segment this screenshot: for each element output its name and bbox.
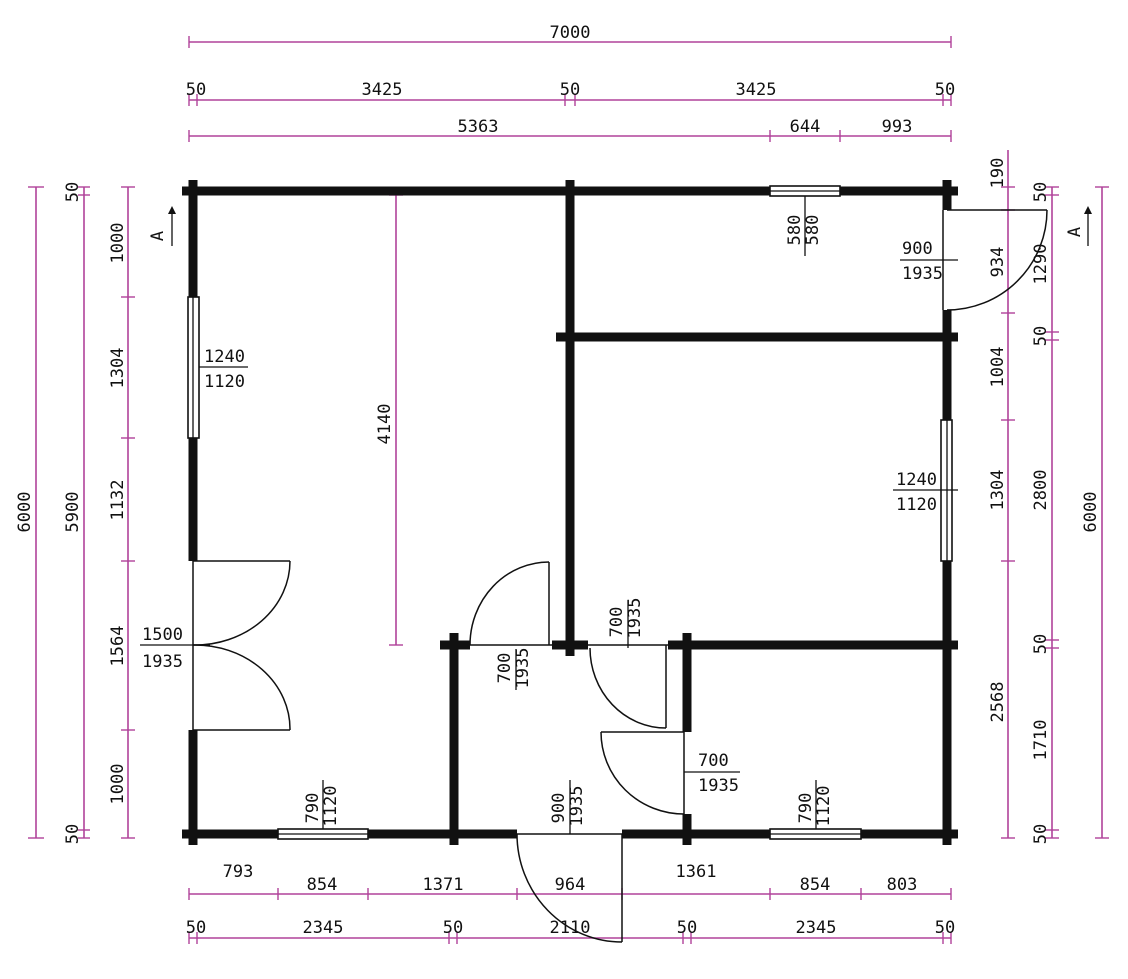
- window-height-label: 1120: [321, 786, 341, 827]
- dim-label: 1004: [988, 347, 1008, 388]
- overall-depth-label: 6000: [15, 492, 35, 533]
- dim-label: 50: [1031, 634, 1051, 654]
- window-height-label: 580: [803, 215, 823, 246]
- right-dimensions: 190 934 1004 1304 2568 50 1290 50 2800 5…: [988, 150, 1109, 844]
- door-width-label: 700: [495, 653, 515, 684]
- door-swing: [516, 833, 623, 943]
- window-height-label: 1120: [896, 495, 937, 515]
- door-height-label: 1935: [567, 786, 587, 827]
- door-width-label: 700: [607, 607, 627, 638]
- dim-label: 50: [560, 80, 580, 100]
- right-overall-label: 6000: [1081, 492, 1101, 533]
- door-height-label: 1935: [625, 598, 645, 639]
- window-left: 1240 1120: [187, 296, 248, 439]
- door-height-label: 1935: [513, 648, 533, 689]
- dim-label: 1564: [108, 626, 128, 667]
- left-dimensions: 6000 5900 50 50 1000 1304 1132 1564 1000…: [15, 182, 403, 844]
- door-opening: [681, 732, 693, 814]
- dim-label: 964: [555, 875, 586, 895]
- door-width-label: 1500: [142, 625, 183, 645]
- dim-label: 50: [186, 918, 206, 938]
- door-entry-right: 900 1935: [900, 209, 1048, 311]
- dim-label: 793: [223, 862, 254, 882]
- window-width-label: 790: [796, 793, 816, 824]
- window-right: 1240 1120: [893, 419, 958, 562]
- window-bottom-right: 790 1120: [769, 780, 862, 840]
- door-inner-a: 700 1935: [469, 561, 552, 690]
- door-height-label: 1935: [902, 264, 943, 284]
- dim-label: 50: [677, 918, 697, 938]
- dim-label: 50: [1031, 182, 1051, 202]
- dim-label: 50: [1031, 326, 1051, 346]
- door-width-label: 900: [549, 793, 569, 824]
- dim-label: 50: [63, 824, 83, 844]
- dim-label: 2568: [988, 682, 1008, 723]
- dim-label: 2345: [796, 918, 837, 938]
- door-front: 900 1935: [516, 780, 623, 943]
- dim-label: 1000: [108, 764, 128, 805]
- door-inner-c: 700 1935: [600, 731, 740, 815]
- dim-label: 934: [988, 247, 1008, 278]
- window-bottom-left: 790 1120: [277, 780, 369, 840]
- door-swing: [946, 209, 1048, 311]
- dim-label: 1304: [988, 470, 1008, 511]
- dim-label: 854: [307, 875, 338, 895]
- overall-width-label: 7000: [550, 23, 591, 43]
- module-depth-label: 5900: [63, 492, 83, 533]
- window-width-label: 1240: [204, 347, 245, 367]
- door-height-label: 1935: [142, 652, 183, 672]
- section-label: A: [148, 231, 168, 241]
- arrow-up-icon: [168, 206, 176, 214]
- dim-label: 5363: [458, 117, 499, 137]
- bottom-dimensions: 793 854 1371 964 1361 854 803 50 2345 50…: [186, 862, 955, 944]
- door-swing: [192, 560, 291, 646]
- door-swing: [192, 644, 291, 731]
- door-swing: [469, 561, 550, 646]
- window-height-label: 1120: [204, 372, 245, 392]
- door-inner-b: 700 1935: [588, 598, 668, 729]
- interior-depth-label: 4140: [375, 404, 395, 445]
- dim-label: 50: [1031, 824, 1051, 844]
- window-height-label: 1120: [814, 786, 834, 827]
- dim-label: 1361: [676, 862, 717, 882]
- dim-label: 1304: [108, 348, 128, 389]
- window-top: 580 580: [769, 185, 841, 256]
- door-swing: [600, 731, 685, 815]
- dim-label: 1290: [1031, 244, 1051, 285]
- dim-label: 803: [887, 875, 918, 895]
- top-dimensions: 7000 50 3425 50 3425 50 5363 644 993: [186, 23, 955, 142]
- dim-label: 2800: [1031, 470, 1051, 511]
- dim-label: 1132: [108, 480, 128, 521]
- dim-label: 3425: [736, 80, 777, 100]
- window-width-label: 1240: [896, 470, 937, 490]
- dim-label: 50: [443, 918, 463, 938]
- dim-label: 854: [800, 875, 831, 895]
- door-width-label: 700: [698, 751, 729, 771]
- dim-label: 190: [988, 158, 1008, 189]
- dim-label: 50: [63, 182, 83, 202]
- door-width-label: 900: [902, 239, 933, 259]
- dim-label: 993: [882, 117, 913, 137]
- dim-label: 1371: [423, 875, 464, 895]
- dim-label: 1000: [108, 223, 128, 264]
- door-swing: [589, 647, 667, 729]
- walls: [182, 180, 958, 845]
- section-label: A: [1065, 227, 1085, 237]
- door-left-double: 1500 1935: [140, 560, 291, 731]
- dim-label: 3425: [362, 80, 403, 100]
- dim-label: 644: [790, 117, 821, 137]
- section-marker-right: A: [1065, 206, 1092, 246]
- dim-label: 2345: [303, 918, 344, 938]
- arrow-up-icon: [1084, 206, 1092, 214]
- dim-label: 1710: [1031, 720, 1051, 761]
- dim-label: 50: [935, 80, 955, 100]
- window-width-label: 790: [303, 793, 323, 824]
- section-marker-left: A: [148, 206, 176, 246]
- door-height-label: 1935: [698, 776, 739, 796]
- window-width-label: 580: [785, 215, 805, 246]
- dim-label: 50: [186, 80, 206, 100]
- dim-label: 50: [935, 918, 955, 938]
